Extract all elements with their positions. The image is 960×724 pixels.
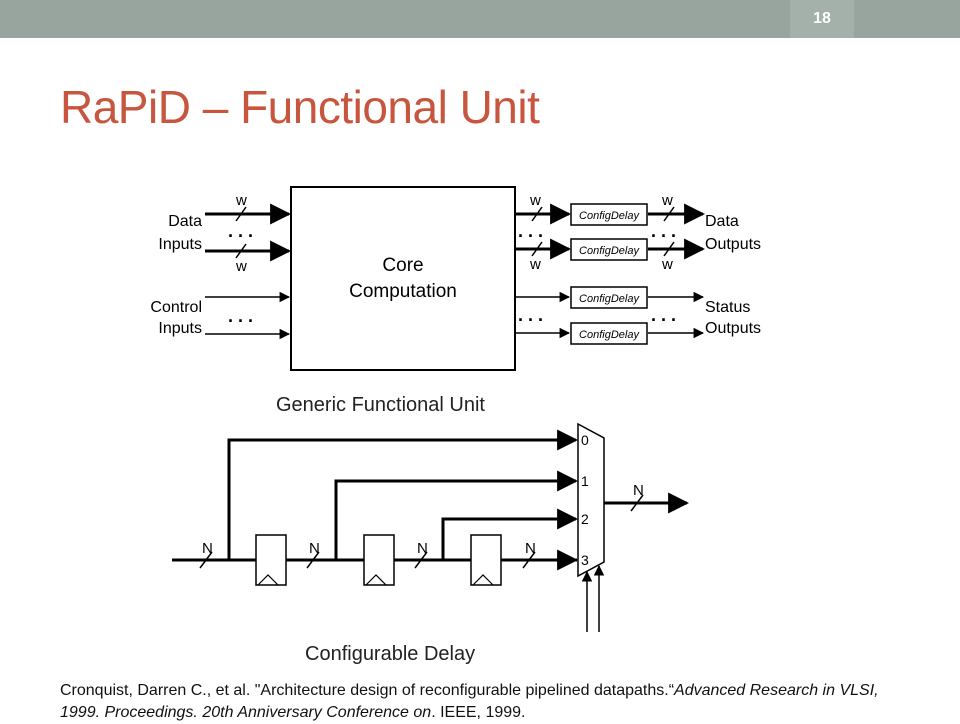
core-label: Core [382,255,423,276]
config-delay-box [570,203,648,226]
slide-number-box [790,0,854,38]
width-label: w [529,256,541,273]
ellipsis: . . . [651,305,676,325]
bus-slash [199,551,213,569]
width-label: w [529,192,541,209]
bus-slash [414,551,428,569]
config-delay-label: ConfigDelay [579,329,640,341]
citation-italic: Advanced Research in VLSI, 1999. Proceed… [60,682,879,721]
config-delay-box [570,322,648,345]
citation-text: Cronquist, Darren C., et al. "Architectu… [60,682,675,699]
slide-number: 18 [813,10,831,27]
mux-input-label: 2 [581,511,589,527]
bus-width-label: N [525,540,536,557]
status-outputs-label-2: Outputs [705,320,761,337]
bus-slash [531,241,543,257]
config-delay-label: ConfigDelay [579,245,640,257]
multiplexer [577,422,605,578]
status-outputs-label-1: Status [705,299,750,316]
control-inputs-label-1: Control [150,299,202,316]
ellipsis: . . . [228,221,253,241]
bus-slash [306,551,320,569]
mux-input-label: 0 [581,432,589,448]
bus-slash [663,206,675,222]
mux-input-label: 1 [581,473,589,489]
bus-slash [235,243,247,259]
citation: Cronquist, Darren C., et al. "Architectu… [60,680,920,724]
width-label: w [661,256,673,273]
bus-slash [235,206,247,222]
generic-functional-unit: Core Computation Data Inputs Control Inp… [150,186,761,371]
config-delay-box [570,286,648,309]
config-delay-label: ConfigDelay [579,210,640,222]
tap-0 [227,429,579,560]
figure1-caption: Generic Functional Unit [276,394,485,416]
figure2-caption: Configurable Delay [305,643,476,665]
ellipsis: . . . [518,221,543,241]
bus-width-label: N [633,482,644,499]
data-outputs-label-1: Data [705,213,739,230]
bus-width-label: N [309,540,320,557]
width-label: w [235,258,247,275]
bus-slash [630,494,644,512]
configurable-delay-diagram: N N N N 0 1 2 3 N [172,422,690,632]
mux-input-label: 3 [581,552,589,568]
data-outputs-label-2: Outputs [705,236,761,253]
ellipsis: . . . [518,305,543,325]
ellipsis: . . . [228,306,253,326]
bus-slash [522,551,536,569]
config-delay-label: ConfigDelay [579,293,640,305]
slide-title: RaPiD – Functional Unit [60,81,540,133]
citation-tail: . IEEE, 1999. [431,704,526,721]
control-inputs-label-2: Inputs [158,320,202,337]
bus-slash [531,206,543,222]
width-label: w [235,192,247,209]
tap-1 [334,470,579,560]
tap-2 [441,508,579,560]
ellipsis: . . . [651,221,676,241]
data-inputs-label-2: Inputs [158,236,202,253]
config-delay-box [570,238,648,261]
width-label: w [661,192,673,209]
bus-slash [663,241,675,257]
core-computation-box [290,186,516,371]
bus-width-label: N [417,540,428,557]
top-bar [0,0,960,38]
data-inputs-label-1: Data [168,213,202,230]
computation-label: Computation [349,281,457,302]
bus-width-label: N [202,540,213,557]
